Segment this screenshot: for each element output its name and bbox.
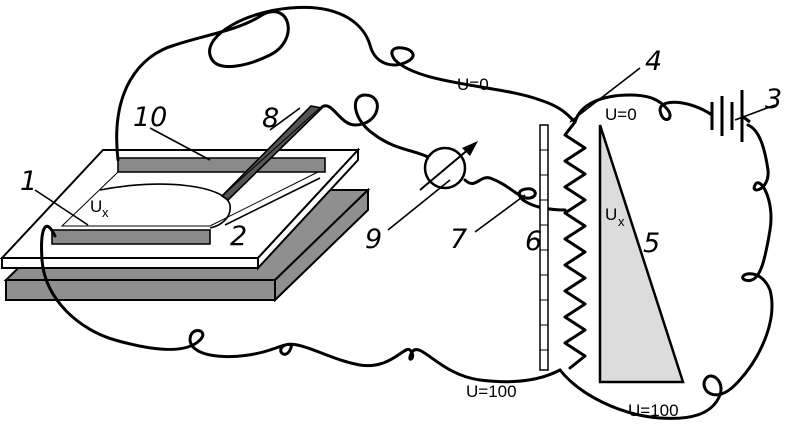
voltage-top-wire: U=0 [457,75,489,94]
galvanometer [419,141,478,191]
voltage-rheostat-top: U=0 [605,105,637,124]
electrode-front-bar [51,229,211,245]
electrode-back-bar [117,157,326,173]
label-5: 5 [643,228,660,259]
wires [40,5,774,420]
ux-label-triangle: U x [605,205,625,229]
rheostat-scale [539,124,549,371]
potential-triangle [598,124,685,384]
label-4: 4 [645,46,662,77]
label-2: 2 [230,221,247,252]
label-6: 6 [525,226,542,257]
label-8: 8 [262,103,279,134]
leader-lines [34,67,776,233]
label-10: 10 [133,102,167,133]
svg-text:U: U [90,197,102,216]
svg-text:x: x [618,214,625,229]
voltage-rheostat-bottom: U=100 [466,382,517,401]
svg-text:U: U [605,205,617,224]
label-7: 7 [450,224,467,255]
label-1: 1 [20,166,37,197]
rheostat-resistor [563,120,587,370]
ux-label-plate: U x [90,197,109,220]
label-3: 3 [765,84,782,115]
svg-text:x: x [102,205,109,220]
label-9: 9 [365,224,382,255]
voltage-triangle-bottom: U=100 [628,401,679,420]
